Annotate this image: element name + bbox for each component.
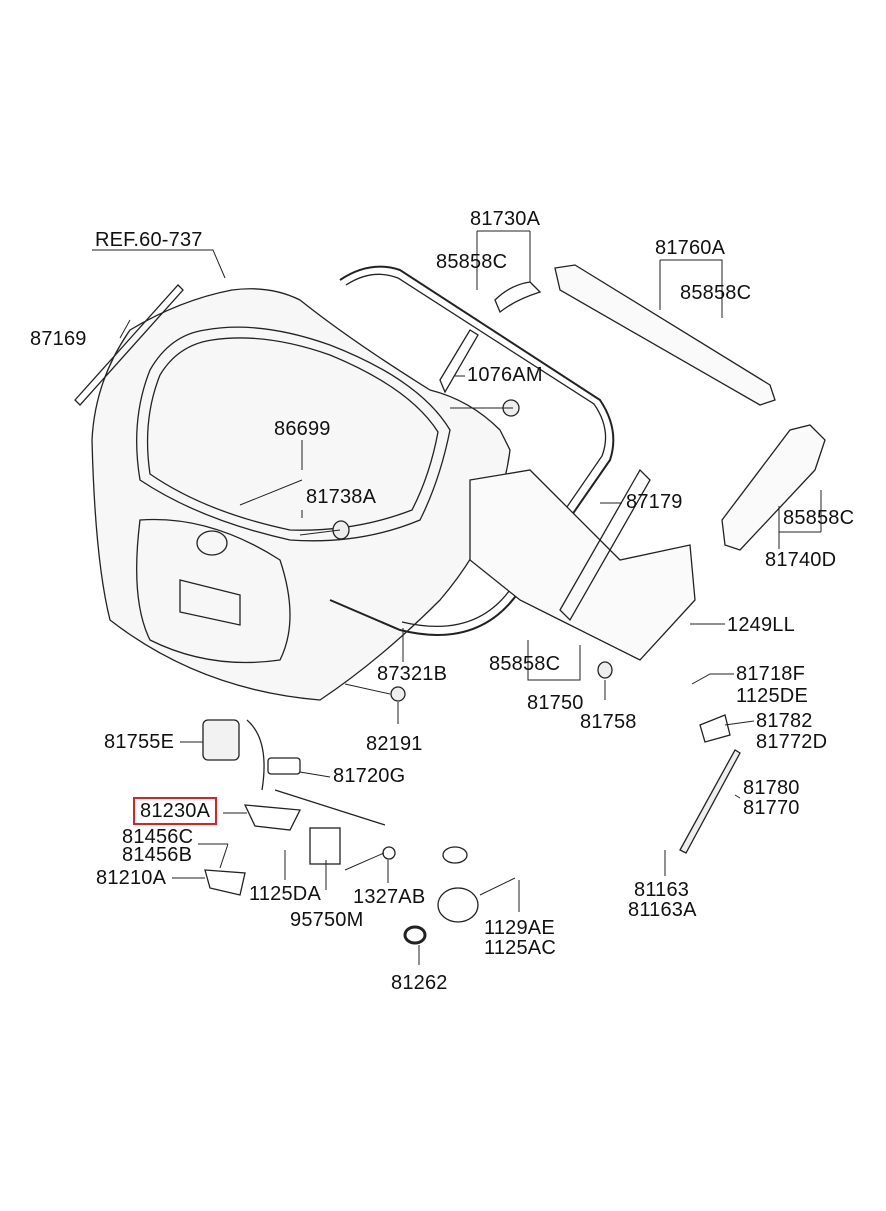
label-85858C[interactable]: 85858C: [436, 251, 508, 273]
label-81760A[interactable]: 81760A: [655, 237, 726, 259]
label-81750[interactable]: 81750: [527, 692, 584, 714]
label-1125DA[interactable]: 1125DA: [249, 883, 321, 905]
label-1125DE[interactable]: 1125DE: [736, 685, 808, 707]
label-81230A-highlighted[interactable]: 81230A: [133, 797, 218, 825]
lower-trim: [469, 469, 696, 661]
label-81456C[interactable]: 81456C: [122, 826, 194, 848]
label-81163A[interactable]: 81163A: [628, 899, 697, 921]
tailgate-window: [136, 326, 451, 542]
label-81772D[interactable]: 81772D: [756, 731, 828, 753]
label-81730A[interactable]: 81730A: [470, 208, 541, 230]
roof-trim: [554, 264, 776, 406]
label-81782[interactable]: 81782: [756, 710, 813, 732]
label-81770[interactable]: 81770: [743, 797, 800, 819]
label-1327AB[interactable]: 1327AB: [353, 886, 426, 908]
label-81720G[interactable]: 81720G: [333, 765, 406, 787]
label-81738A[interactable]: 81738A: [306, 486, 377, 508]
label-87321B[interactable]: 87321B: [377, 663, 448, 685]
weatherstrip: [329, 265, 615, 636]
label-85858C[interactable]: 85858C: [783, 507, 855, 529]
label-81262[interactable]: 81262: [391, 972, 448, 994]
label-82191[interactable]: 82191: [366, 733, 423, 755]
label-87179[interactable]: 87179: [626, 491, 683, 513]
label-86699[interactable]: 86699: [274, 418, 331, 440]
label-95750M[interactable]: 95750M: [290, 909, 364, 931]
label-81740D[interactable]: 81740D: [765, 549, 837, 571]
label-87169[interactable]: 87169: [30, 328, 87, 350]
label-81758[interactable]: 81758: [580, 711, 637, 733]
license-plate-recess: [136, 518, 291, 664]
label-ref-60-737[interactable]: REF.60-737: [95, 229, 203, 251]
label-81210A[interactable]: 81210A: [96, 867, 167, 889]
label-1125AC[interactable]: 1125AC: [484, 937, 556, 959]
label-85858C[interactable]: 85858C: [489, 653, 561, 675]
label-81780[interactable]: 81780: [743, 777, 800, 799]
label-81163[interactable]: 81163: [634, 879, 690, 901]
label-1076AM[interactable]: 1076AM: [467, 364, 543, 386]
label-81718F[interactable]: 81718F: [736, 663, 806, 685]
label-81755E[interactable]: 81755E: [104, 731, 175, 753]
label-85858C[interactable]: 85858C: [680, 282, 752, 304]
side-trim: [721, 424, 826, 551]
label-1249LL[interactable]: 1249LL: [727, 614, 795, 636]
label-81456B[interactable]: 81456B: [122, 844, 193, 866]
tailgate-panel: [91, 288, 511, 701]
label-1129AE[interactable]: 1129AE: [484, 917, 555, 939]
